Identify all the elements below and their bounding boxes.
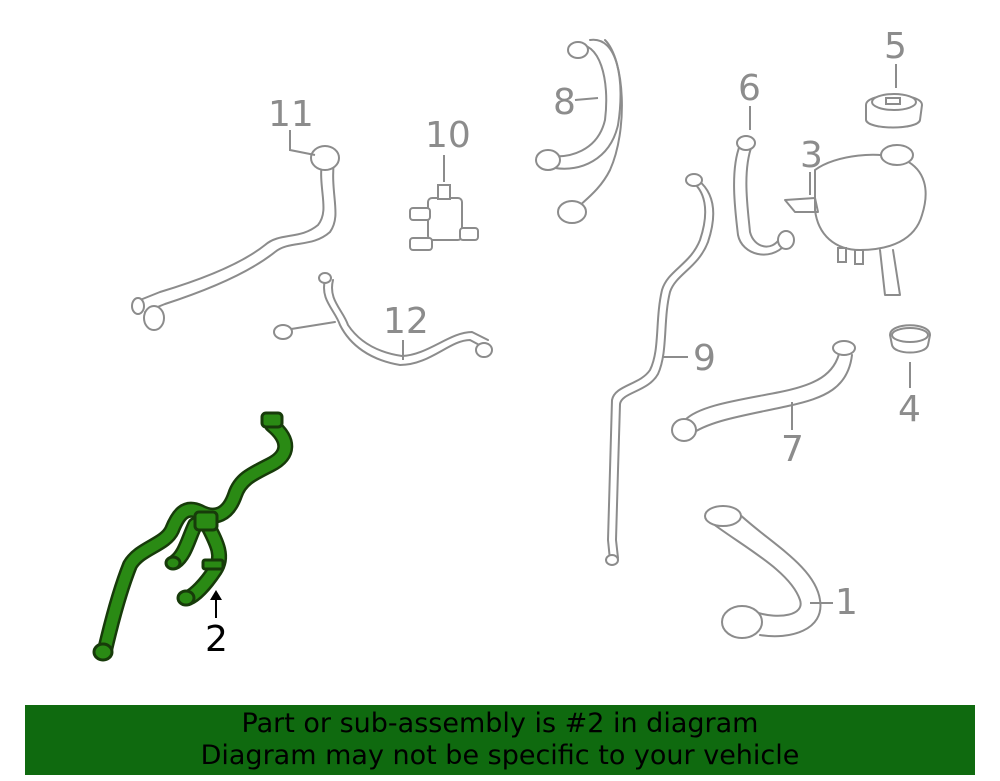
- leader-2-arrowhead: [210, 590, 222, 600]
- part-12-hose[interactable]: [273, 272, 493, 366]
- callout-4[interactable]: 4: [898, 389, 921, 430]
- part-2-hose-assembly[interactable]: [92, 411, 294, 662]
- callout-9[interactable]: 9: [693, 338, 716, 379]
- callout-11[interactable]: 11: [268, 94, 314, 135]
- part-11-hose[interactable]: [131, 145, 340, 331]
- part-1-hose[interactable]: [704, 505, 822, 639]
- parts-diagram: 11 10 8 12 9: [92, 26, 932, 662]
- part-10-valve[interactable]: [409, 184, 479, 251]
- part-6-hose[interactable]: [733, 135, 795, 256]
- part-4-grommet[interactable]: [888, 324, 932, 354]
- callout-7[interactable]: 7: [781, 429, 804, 470]
- leader-8: [574, 97, 599, 101]
- part-3-reservoir[interactable]: [784, 144, 927, 296]
- callout-5[interactable]: 5: [884, 26, 907, 67]
- part-7-hose[interactable]: [671, 340, 856, 442]
- part-5-cap[interactable]: [865, 93, 924, 129]
- callout-12[interactable]: 12: [383, 301, 429, 342]
- callout-1[interactable]: 1: [835, 582, 858, 623]
- info-banner: Part or sub-assembly is #2 in diagram Di…: [25, 705, 975, 775]
- part-9-line[interactable]: [605, 173, 715, 566]
- part-8-pipe[interactable]: [535, 38, 623, 224]
- callout-2[interactable]: 2: [205, 619, 228, 660]
- banner-line-1: Part or sub-assembly is #2 in diagram: [241, 708, 759, 739]
- leader-11: [289, 130, 316, 156]
- callout-3[interactable]: 3: [800, 135, 823, 176]
- banner-line-2: Diagram may not be specific to your vehi…: [200, 740, 800, 771]
- callout-6[interactable]: 6: [738, 68, 761, 109]
- callout-8[interactable]: 8: [553, 82, 576, 123]
- callout-10[interactable]: 10: [425, 115, 471, 156]
